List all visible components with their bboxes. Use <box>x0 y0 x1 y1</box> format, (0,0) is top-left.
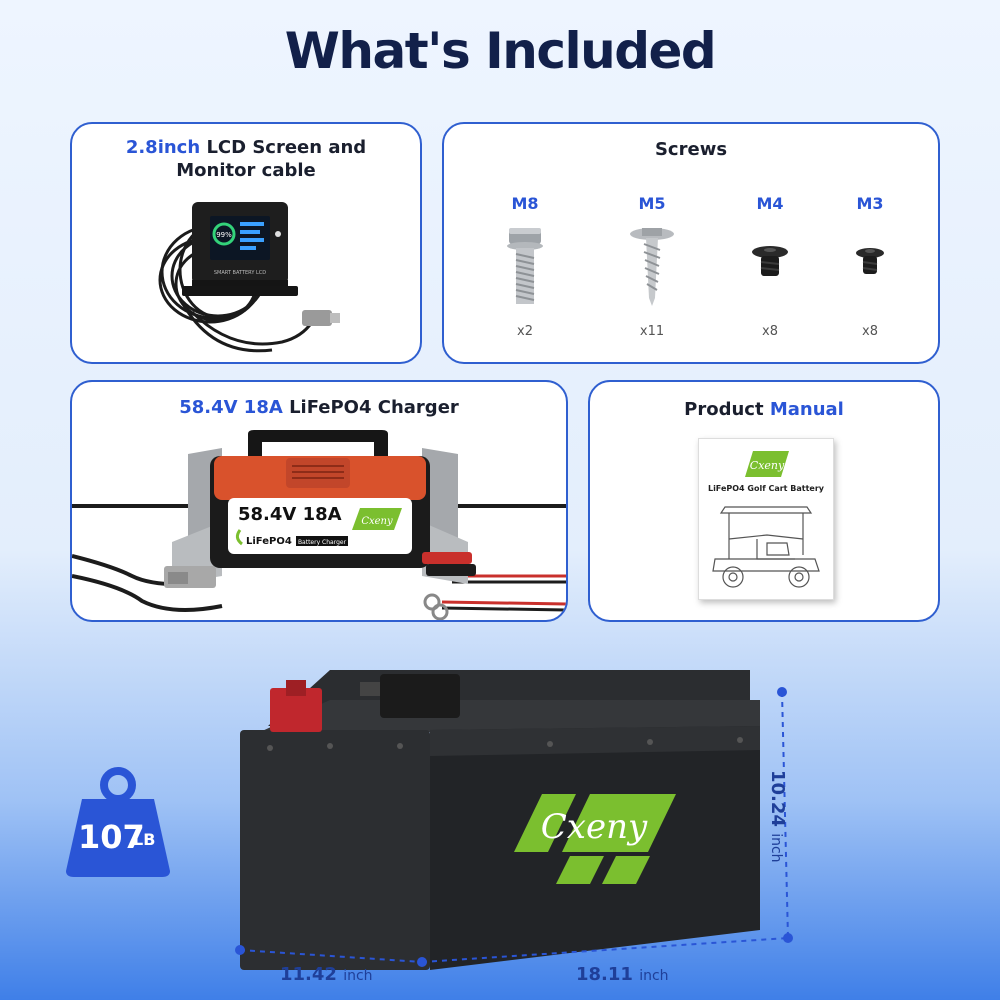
screws-card-title: Screws <box>654 139 728 160</box>
charger-chem-label: LiFePO4 <box>246 536 292 547</box>
charger-brand-label: Cxeny <box>361 516 393 527</box>
product-manual-image: Cxeny LiFePO4 Golf Cart Battery <box>698 438 834 600</box>
screw-size-label: M5 <box>638 194 666 213</box>
height-dimension-label: 10.24 inch <box>767 770 788 863</box>
manual-card-title: Product Manual <box>684 399 844 420</box>
charger-card: 58.4V 18A LiFePO4 Charger 58.4V 18A <box>70 380 568 622</box>
screw-size-label: M4 <box>756 194 784 213</box>
width-dimension-label: 18.11 inch <box>576 964 669 985</box>
m4-screw-icon <box>752 246 788 276</box>
screw-item-m8: M8 x2 <box>485 194 565 339</box>
manual-subtitle: LiFePO4 Golf Cart Battery <box>707 484 825 493</box>
page-title: What's Included <box>284 22 717 80</box>
m8-bolt-icon <box>507 228 543 304</box>
depth-dimension-label: 11.42 inch <box>280 964 373 985</box>
screw-size-label: M8 <box>511 194 539 213</box>
charger-image: 58.4V 18A LiFePO4 Battery Charger Cxeny <box>72 430 566 620</box>
manual-logo-icon: Cxeny <box>745 451 789 477</box>
weight-unit: LB <box>133 830 156 849</box>
charger-voltage-label: 58.4V 18A <box>238 504 342 525</box>
screw-qty-label: x11 <box>639 324 665 339</box>
screw-item-m5: M5 x11 <box>612 194 692 339</box>
lcd-percent-readout: 99% <box>216 231 232 239</box>
lcd-monitor-image: 99% SMART BATTERY LCD <box>158 202 340 353</box>
screw-qty-label: x8 <box>862 324 878 339</box>
screw-item-m4: M4 x8 <box>730 194 810 339</box>
weight-badge-icon <box>66 767 170 877</box>
lcd-card-title: 2.8inch LCD Screen and Monitor cable <box>125 137 367 181</box>
screw-item-m3: M3 x8 <box>830 194 910 339</box>
weight-value: 107 <box>78 818 145 856</box>
m3-screw-icon <box>856 248 884 274</box>
battery-image: Cxeny <box>240 670 760 970</box>
screw-qty-label: x2 <box>517 324 533 339</box>
charger-small-label: Battery Charger <box>298 539 347 546</box>
screw-qty-label: x8 <box>762 324 778 339</box>
manual-brand-text: Cxeny <box>750 459 785 472</box>
screw-size-label: M3 <box>856 194 884 213</box>
golf-cart-icon <box>712 506 820 588</box>
m5-screw-icon <box>630 228 674 306</box>
battery-brand-label: Cxeny <box>541 807 648 847</box>
screws-card: Screws M8 x2 M5 <box>442 122 940 364</box>
manual-card: Product Manual Cxeny LiFePO4 Golf Cart B… <box>588 380 940 622</box>
lcd-screen-card: 2.8inch LCD Screen and Monitor cable 99%… <box>70 122 422 364</box>
charger-card-title: 58.4V 18A LiFePO4 Charger <box>179 397 459 418</box>
lcd-brand-text: SMART BATTERY LCD <box>214 270 266 276</box>
